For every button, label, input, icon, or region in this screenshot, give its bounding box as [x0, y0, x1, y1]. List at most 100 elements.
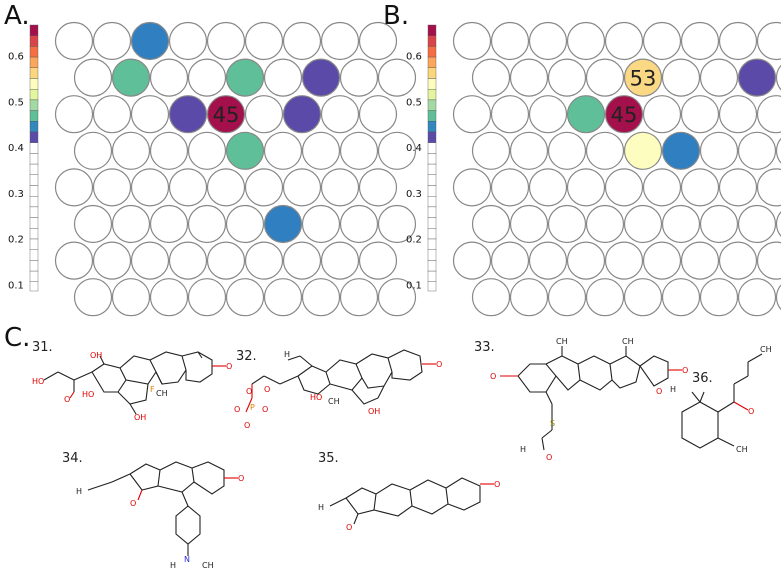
grid-cell	[661, 58, 701, 97]
colorbar-tick-label: 0.6	[406, 52, 422, 63]
colorbar-tick-label: 0.3	[8, 189, 24, 200]
grid-cell	[547, 131, 587, 170]
grid-cell	[377, 58, 417, 97]
colorbar-tick-label: 0.1	[406, 281, 422, 292]
colorbar-b: 0.60.50.40.30.20.1	[406, 24, 437, 292]
colorbar-tick-label: 0.4	[8, 143, 24, 154]
grid-cell	[623, 58, 663, 97]
atom-o: O	[494, 480, 500, 489]
atom-ch3: CH	[156, 389, 168, 398]
grid-cell	[358, 241, 398, 280]
grid-cell	[111, 58, 151, 97]
colorbar-swatch	[29, 238, 39, 250]
grid-cell	[130, 241, 170, 280]
grid-cell	[54, 95, 94, 134]
grid-cell	[604, 95, 644, 134]
grid-cell	[168, 21, 208, 61]
cell-value-label: 53	[630, 67, 657, 91]
grid-cell	[244, 168, 284, 207]
grid-cell	[168, 241, 208, 280]
colorbar-swatch	[427, 56, 437, 68]
molecule-36: 36. O CH H CH	[670, 345, 772, 454]
atom-h3c: H	[520, 445, 526, 454]
grid-cell	[604, 168, 644, 207]
grid-cell	[471, 131, 511, 170]
grid-cell	[547, 204, 587, 244]
colorbar-tick-label: 0.2	[406, 235, 422, 246]
colorbar-swatch	[29, 110, 39, 122]
grid-cell	[225, 278, 265, 317]
grid-cell	[339, 278, 379, 317]
grid-cell	[244, 241, 284, 280]
colorbar-swatch	[29, 131, 39, 143]
grid-cell	[718, 95, 758, 134]
colorbar-swatch	[29, 174, 39, 186]
grid-cell	[509, 204, 549, 244]
colorbar-swatch	[427, 88, 437, 101]
colorbar-swatch	[427, 35, 437, 47]
colorbar-swatch	[29, 249, 39, 261]
colorbar-swatch	[427, 217, 437, 229]
colorbar-swatch	[29, 217, 39, 229]
grid-cell	[642, 21, 682, 61]
colorbar-swatch	[427, 110, 437, 122]
grid-cell	[301, 131, 341, 170]
grid-b: 53 45	[452, 21, 781, 317]
grid-cell	[358, 21, 398, 61]
cell-value-label: 45	[611, 103, 638, 127]
grid-cell	[339, 58, 379, 97]
atom-oh: OH	[368, 407, 380, 416]
colorbar-swatch	[427, 195, 437, 208]
grid-cell	[737, 278, 777, 317]
grid-cell	[718, 21, 758, 61]
colorbar-tick-label: 0.3	[406, 189, 422, 200]
grid-cell	[320, 168, 360, 207]
colorbar-tick-label: 0.4	[406, 143, 422, 154]
molecule-33-label: 33.	[474, 340, 495, 355]
grid-cell	[623, 278, 663, 317]
molecule-31-label: 31.	[32, 340, 53, 355]
colorbar-swatch	[427, 78, 437, 90]
atom-h3c: H	[170, 561, 176, 570]
grid-cell	[775, 64, 781, 91]
colorbar-swatch	[29, 142, 39, 154]
colorbar-tick-label: 0.1	[8, 281, 24, 292]
grid-cell	[149, 131, 189, 170]
grid-cell	[661, 131, 701, 170]
grid-cell	[111, 278, 151, 317]
grid-cell	[244, 21, 284, 61]
atom-ho: HO	[82, 390, 94, 399]
atom-o: O	[244, 421, 250, 430]
grid-cell	[680, 21, 720, 61]
grid-cell	[358, 168, 398, 207]
grid-cell	[206, 241, 246, 280]
grid-cell	[699, 204, 739, 244]
atom-h3c: H	[76, 487, 82, 496]
grid-cell	[225, 204, 265, 244]
colorbar-a: 0.60.50.40.30.20.1	[8, 24, 39, 292]
grid-cell	[585, 131, 625, 170]
molecule-32-label: 32.	[236, 349, 257, 364]
grid-cell	[471, 58, 511, 97]
colorbar-swatch	[427, 131, 437, 143]
colorbar-swatch	[29, 185, 39, 197]
atom-h3c: H	[284, 350, 290, 359]
atom-o: O	[546, 453, 552, 462]
atom-ch3: CH	[622, 337, 634, 346]
grid-cell	[566, 241, 606, 280]
grid-cell	[149, 278, 189, 317]
colorbar-swatch	[29, 270, 39, 283]
colorbar-swatch	[29, 163, 39, 176]
colorbar-swatch	[29, 153, 39, 165]
grid-cell	[718, 168, 758, 207]
colorbar-swatch	[29, 35, 39, 47]
atom-o: O	[656, 387, 662, 396]
grid-cell	[680, 241, 720, 280]
molecule-33: 33. O O O S O H CH CH	[474, 337, 688, 462]
colorbar-swatch	[427, 185, 437, 197]
colorbar-swatch	[29, 281, 39, 292]
grid-cell	[528, 95, 568, 134]
grid-cell	[320, 95, 360, 134]
grid-cell	[206, 168, 246, 207]
